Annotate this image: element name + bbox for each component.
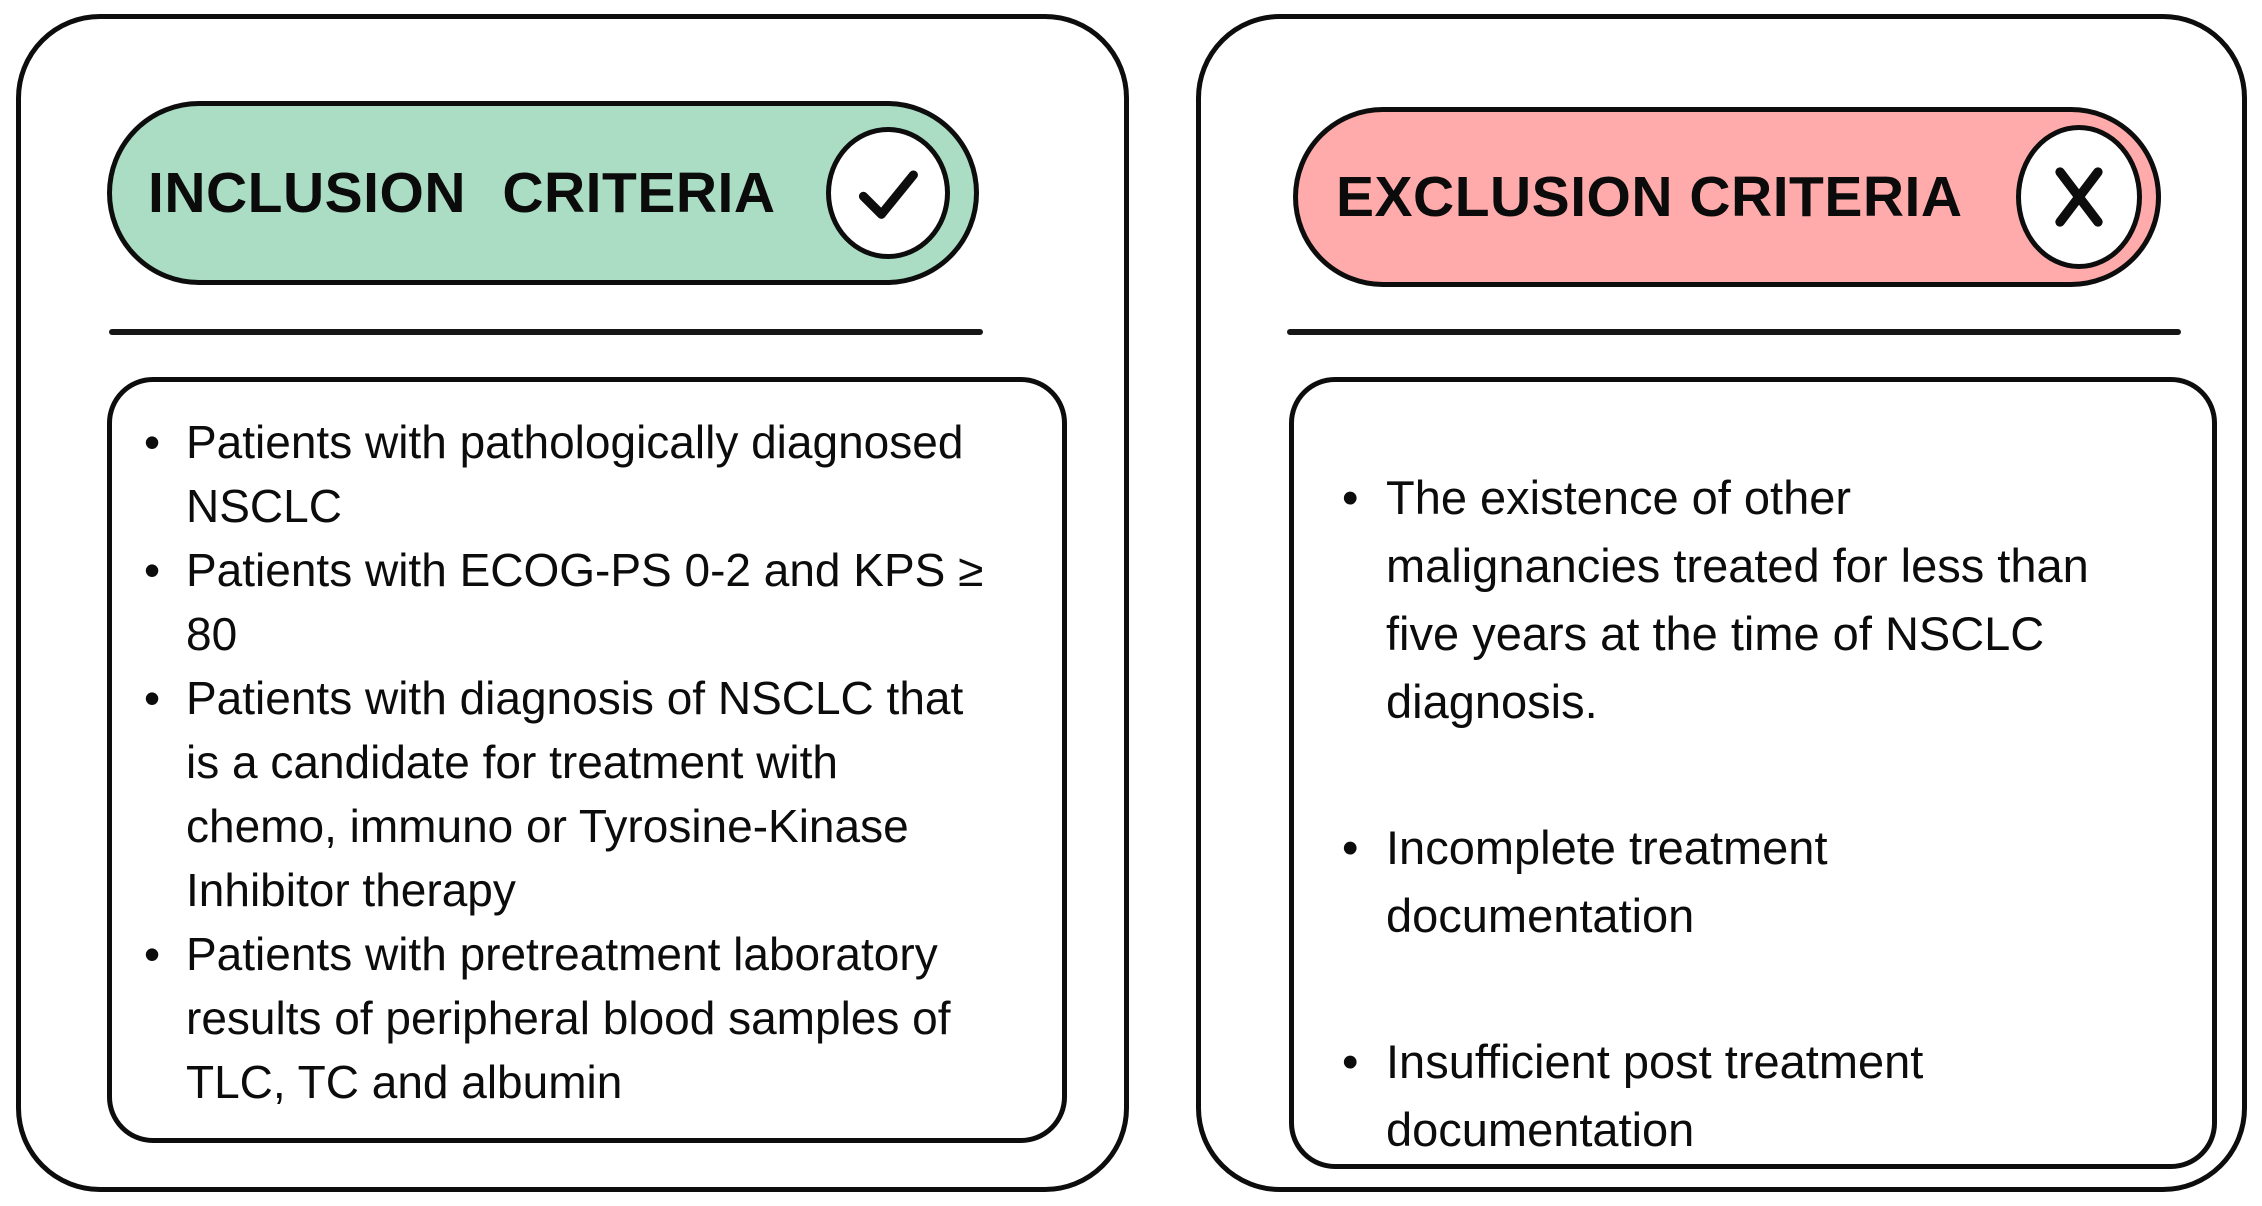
inclusion-panel: INCLUSION CRITERIA Patients with patholo… (16, 14, 1129, 1192)
list-item: The existence of other malignancies trea… (1340, 464, 2188, 736)
inclusion-divider (109, 329, 983, 335)
x-badge (2016, 125, 2142, 269)
x-icon (2055, 167, 2103, 227)
inclusion-criteria-list: Patients with pathologically diagnosed N… (112, 382, 1062, 1114)
exclusion-title: EXCLUSION CRITERIA (1336, 165, 1963, 229)
inclusion-header-pill: INCLUSION CRITERIA (107, 101, 979, 285)
check-badge (826, 127, 950, 259)
list-item: Patients with diagnosis of NSCLC that is… (142, 666, 1038, 922)
exclusion-criteria-list: The existence of other malignancies trea… (1294, 382, 2212, 1164)
exclusion-header-pill: EXCLUSION CRITERIA (1293, 107, 2161, 287)
exclusion-panel: EXCLUSION CRITERIA The existence of othe… (1196, 14, 2247, 1192)
list-item: Patients with pretreatment laboratory re… (142, 922, 1038, 1114)
exclusion-list-box: The existence of other malignancies trea… (1289, 377, 2217, 1169)
list-item: Patients with pathologically diagnosed N… (142, 410, 1038, 538)
list-item: Incomplete treatment documentation (1340, 814, 2188, 950)
check-icon (858, 170, 918, 219)
inclusion-title: INCLUSION CRITERIA (148, 161, 776, 225)
list-item: Insufficient post treatment documentatio… (1340, 1028, 2188, 1164)
inclusion-list-box: Patients with pathologically diagnosed N… (107, 377, 1067, 1143)
exclusion-divider (1287, 329, 2181, 335)
list-item: Patients with ECOG-PS 0-2 and KPS ≥ 80 (142, 538, 1038, 666)
